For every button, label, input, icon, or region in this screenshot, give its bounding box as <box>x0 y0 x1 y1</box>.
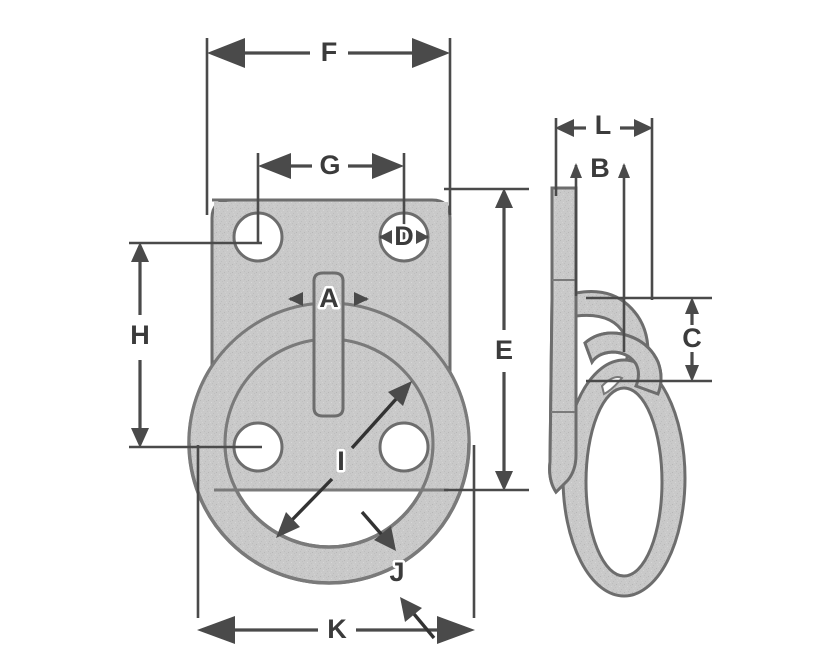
dimension-H: H <box>128 241 262 449</box>
dimension-I-arrow-upper <box>388 381 412 406</box>
dimension-K-arrow-left <box>197 616 235 644</box>
dimension-J-leader-lower <box>412 612 436 640</box>
dimension-label-H: H <box>130 320 150 350</box>
dimension-I-leader-lower <box>290 477 334 522</box>
dimension-G-arrow-left <box>258 153 291 179</box>
dimension-label-J: J <box>389 557 404 587</box>
dimension-E-arrow-bottom <box>495 471 513 491</box>
dimension-L-arrow-right <box>634 119 653 137</box>
dimension-J-arrow-lower <box>400 597 422 622</box>
dimension-I: I <box>276 381 412 538</box>
dimension-B-arrow-right <box>618 163 630 178</box>
dimension-J-arrow-upper <box>374 526 396 551</box>
dimension-label-I: I <box>337 446 345 476</box>
dimension-L: L <box>554 108 654 300</box>
dimension-label-K: K <box>327 614 347 644</box>
dimension-H-arrow-top <box>131 242 149 262</box>
dimension-label-G: G <box>319 150 340 180</box>
dimension-label-D: D <box>394 221 414 251</box>
dimension-J: J <box>360 510 436 640</box>
dimension-label-F: F <box>321 37 338 67</box>
dimension-label-C: C <box>682 323 702 353</box>
dimension-C: C <box>586 296 712 383</box>
dimension-B-arrow-left <box>570 163 582 178</box>
dimension-A: A <box>288 281 369 316</box>
dimension-I-leader-upper <box>350 396 399 450</box>
side-ring-inner <box>584 386 664 578</box>
dimension-B: B <box>570 151 630 352</box>
dimension-F-arrow-right <box>412 38 450 68</box>
dimension-D: D <box>379 219 429 254</box>
side-ring-top-link-overlay <box>583 331 663 396</box>
side-plate-edge-front <box>548 186 578 495</box>
dimension-label-B: B <box>590 153 610 183</box>
dimension-F: F <box>205 35 452 215</box>
dimension-E-arrow-top <box>495 188 513 208</box>
dimension-C-arrow-top <box>685 297 699 314</box>
dimension-G: G <box>256 148 406 243</box>
dimension-L-arrow-left <box>555 119 574 137</box>
dimension-label-E: E <box>495 335 513 365</box>
dimension-J-leader-upper <box>360 510 384 537</box>
dimension-D-arrow-left <box>379 230 392 244</box>
ring-body-upper <box>189 303 469 443</box>
dimension-K: K <box>196 445 476 647</box>
dimension-F-arrow-left <box>207 38 245 68</box>
dimension-I-arrow-lower <box>276 512 300 538</box>
dimension-A-arrow-right <box>354 292 369 306</box>
eye-slot-top <box>312 271 345 418</box>
dimension-A-arrow-left <box>288 292 303 306</box>
dimension-H-arrow-bottom <box>131 428 149 448</box>
dimension-label-A: A <box>319 283 339 313</box>
dimension-label-L: L <box>595 110 612 140</box>
front-view <box>187 198 471 585</box>
dimension-E: E <box>444 187 529 492</box>
dimension-D-arrow-right <box>416 230 429 244</box>
dimension-G-arrow-right <box>372 153 404 179</box>
dimension-K-arrow-right <box>437 616 475 644</box>
dimension-C-arrow-bottom <box>685 365 699 382</box>
bolt-hole-bottom-right <box>378 421 430 473</box>
